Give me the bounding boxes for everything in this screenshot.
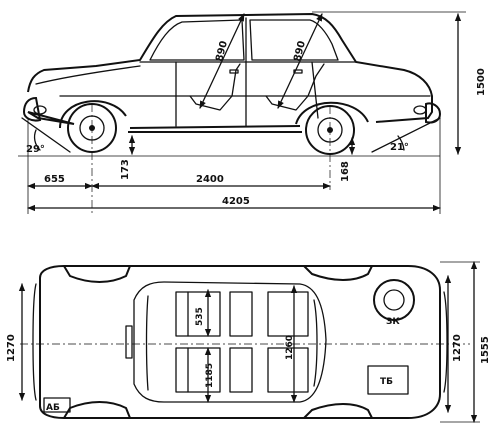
front-height-label: 890 [292,40,308,63]
rear-track-label: 1270 [6,334,17,362]
overall-width-label: 1555 [480,336,491,364]
front-wheel [59,100,127,153]
tool-kit-label: ЗК [386,317,400,327]
front-overhang-label: 655 [44,174,65,185]
car-body-top [39,265,441,419]
ground-clearance-label: 173 [120,159,131,180]
overall-height-label: 1500 [476,68,487,96]
side-view: 890 890 1500 173 168 29° 21° 655 2400 42… [18,11,487,214]
seats [175,291,309,393]
battery-label: АБ [46,403,60,413]
departure-angle-label: 21° [390,142,409,153]
top-view: 1270 1270 1555 535 1185 1260 АБ ЗК ТБ [6,261,491,423]
approach-angle-label: 29° [26,144,45,155]
fuel-tank [367,365,409,395]
rear-height-label: 890 [214,40,230,63]
rear-wheel [295,101,369,155]
battery [43,397,71,413]
fuel-tank-label: ТБ [380,377,393,387]
seat-length-label: 535 [195,307,205,326]
wheelbase-label: 2400 [196,174,224,185]
spare-wheel [373,279,415,321]
front-track-label: 1270 [452,334,463,362]
front-clearance-label: 168 [340,161,351,182]
car-body-side [22,12,442,133]
rear-seat-length-label: 1185 [205,363,215,388]
overall-length-label: 4205 [222,196,250,207]
interior-width-label: 1260 [285,335,295,360]
